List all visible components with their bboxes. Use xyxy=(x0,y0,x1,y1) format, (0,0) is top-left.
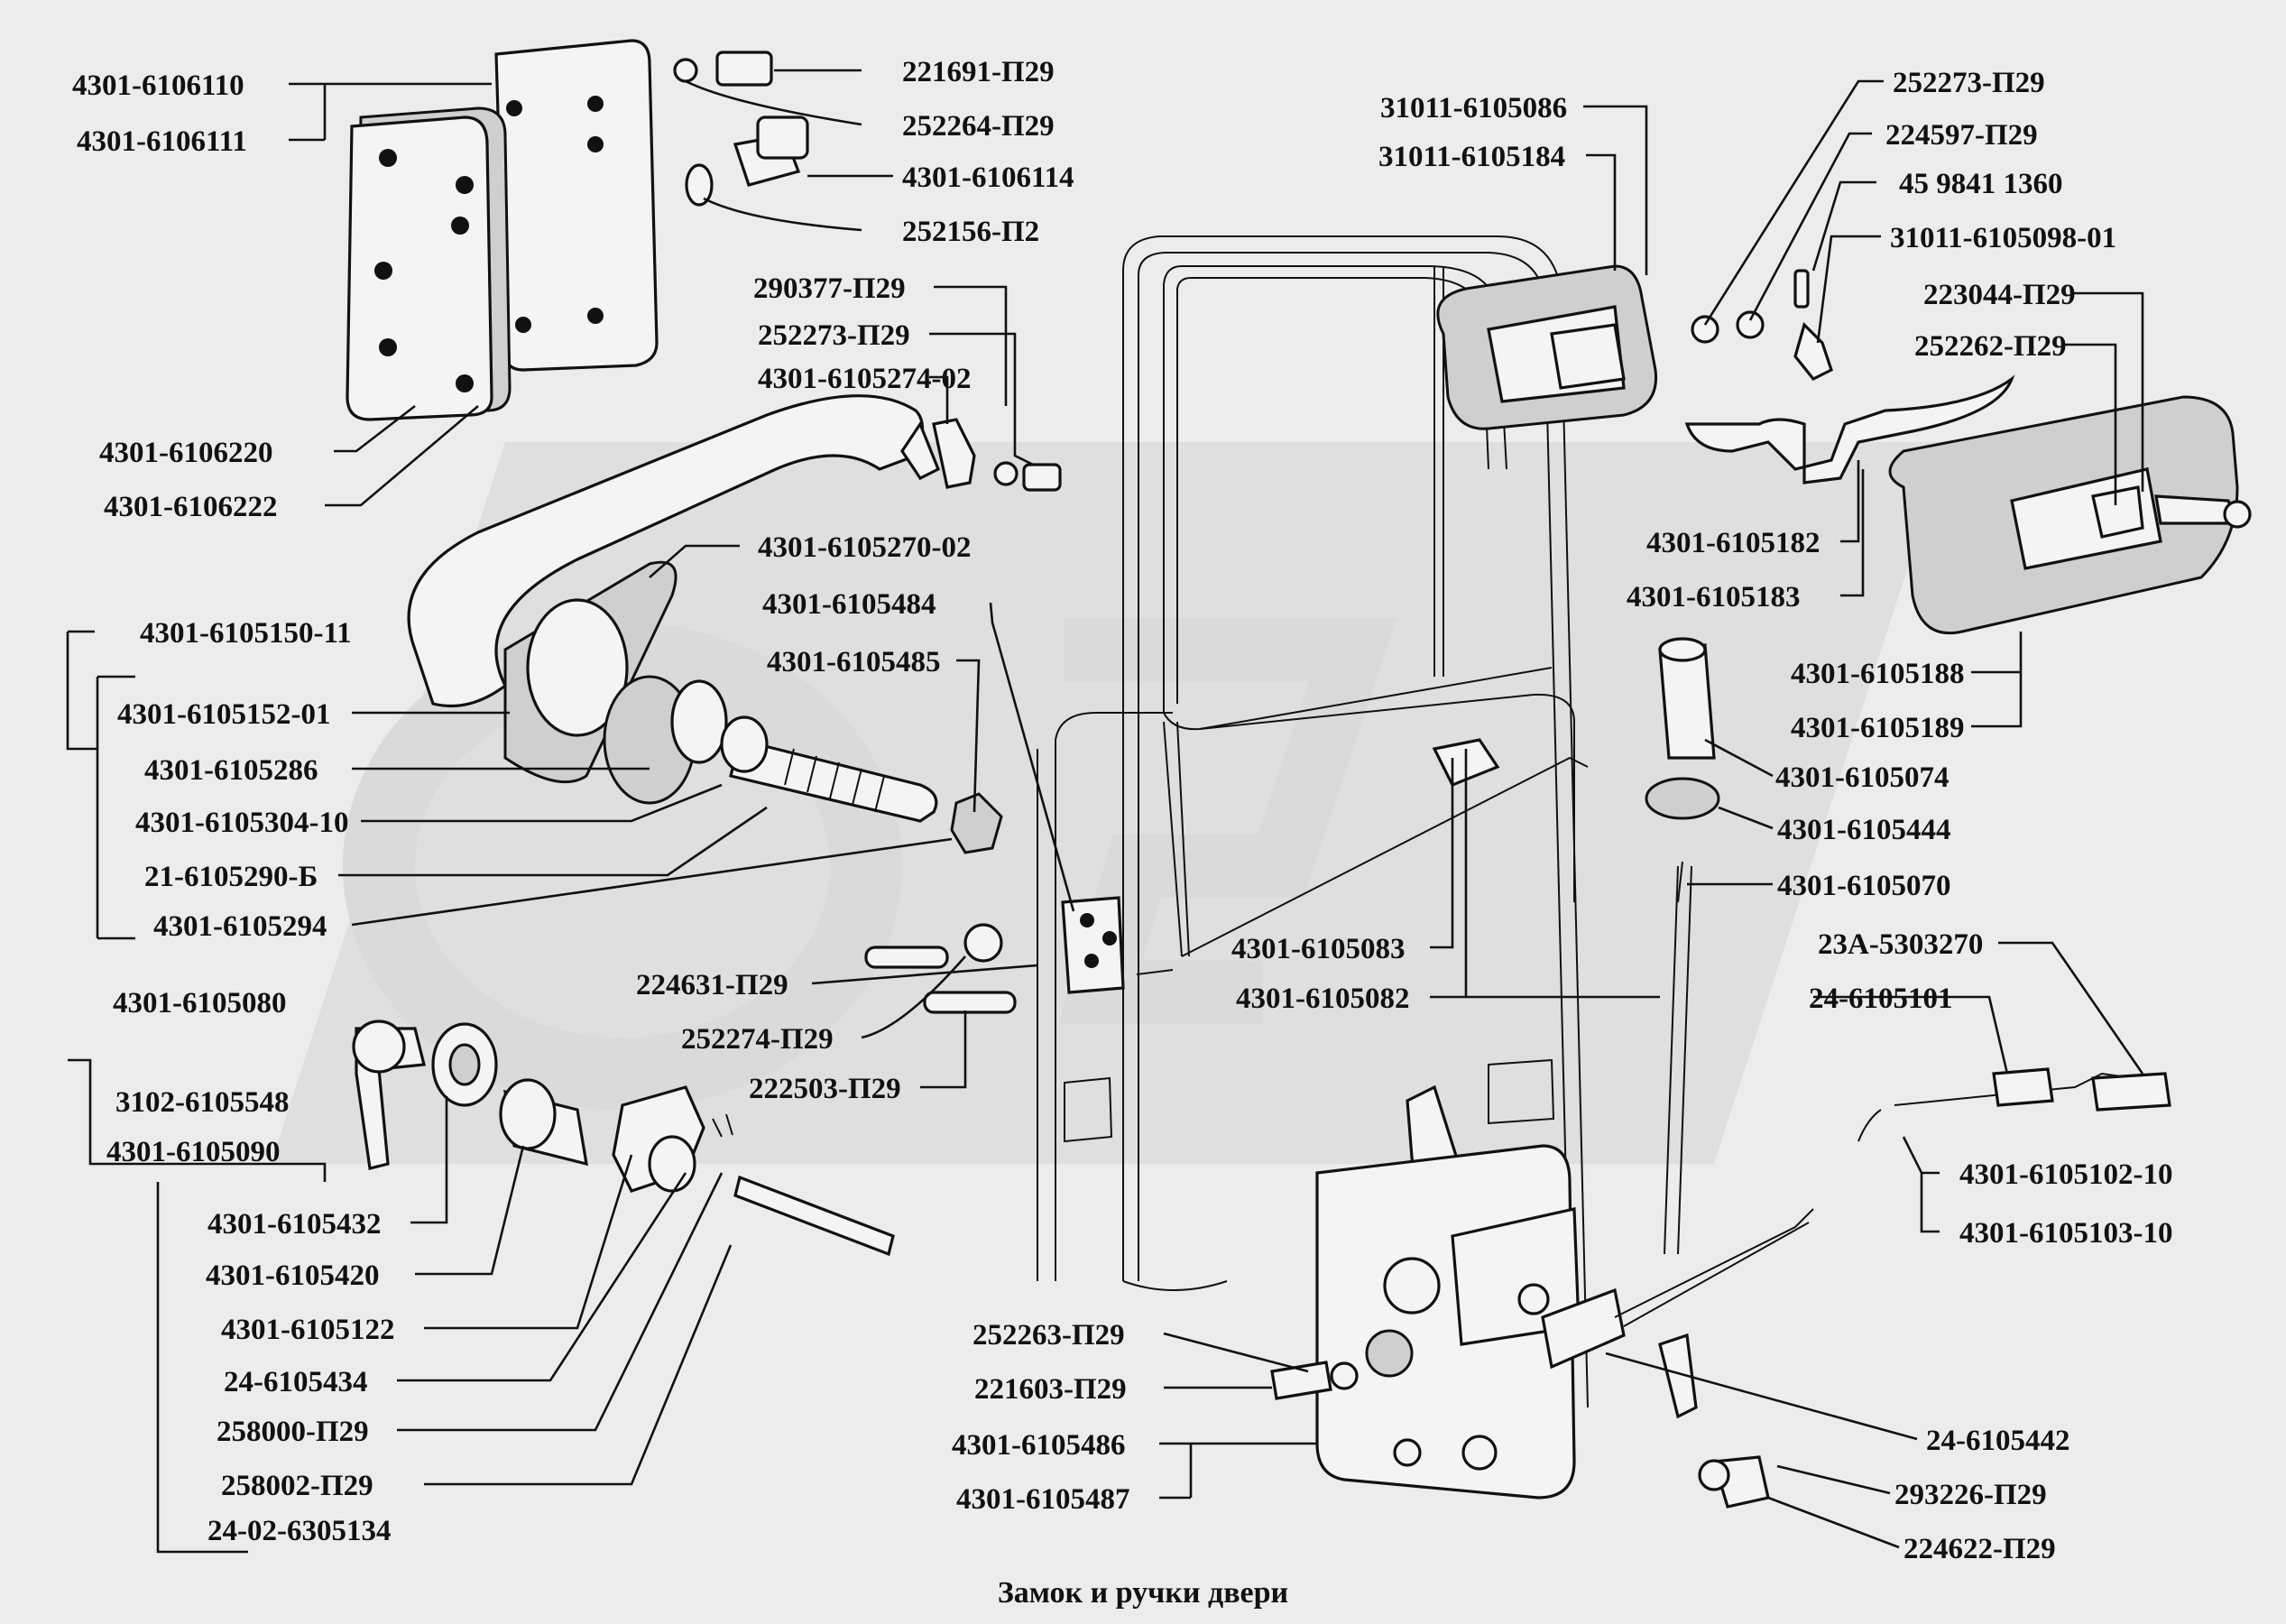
mounting-plate-part xyxy=(346,39,659,421)
label-4301-6105420: 4301-6105420 xyxy=(206,1260,380,1292)
door-lock-body-part xyxy=(1270,1084,1814,1509)
label-4301-6105485: 4301-6105485 xyxy=(767,646,941,678)
label-224631-p29: 224631-П29 xyxy=(636,969,788,1001)
diagram-caption: Замок и ручки двери xyxy=(998,1576,1288,1610)
label-4301-6105074: 4301-6105074 xyxy=(1775,761,1950,794)
label-293226-p29: 293226-П29 xyxy=(1894,1479,2047,1511)
label-4301-6106220: 4301-6106220 xyxy=(99,437,273,469)
label-4301-6105270-02: 4301-6105270-02 xyxy=(758,531,971,564)
label-4301-6105103-10: 4301-6105103-10 xyxy=(1959,1217,2172,1250)
label-4301-6105070: 4301-6105070 xyxy=(1777,870,1951,902)
label-4301-6105083: 4301-6105083 xyxy=(1231,933,1406,965)
label-4301-6105487: 4301-6105487 xyxy=(956,1483,1130,1516)
label-4301-6106222: 4301-6106222 xyxy=(104,491,278,523)
label-252156-p2: 252156-П2 xyxy=(902,216,1039,248)
label-4301-6105486: 4301-6105486 xyxy=(952,1429,1126,1462)
label-24-6105434: 24-6105434 xyxy=(224,1366,368,1398)
lock-button-rod-part xyxy=(1645,637,1720,1255)
label-24-6105442: 24-6105442 xyxy=(1926,1425,2070,1457)
screws-top xyxy=(673,51,809,207)
label-4301-6105080: 4301-6105080 xyxy=(113,987,287,1020)
label-23a-5303270: 23А-5303270 xyxy=(1818,928,1983,961)
label-4301-6105102-10: 4301-6105102-10 xyxy=(1959,1158,2172,1191)
label-31011-6105184: 31011-6105184 xyxy=(1378,141,1565,173)
lock-shaft-part xyxy=(720,715,1003,854)
inner-trim-cup-part xyxy=(1888,395,2252,635)
label-4301-6105444: 4301-6105444 xyxy=(1777,814,1951,846)
label-224597-p29: 224597-П29 xyxy=(1885,119,2038,152)
label-224622-p29: 224622-П29 xyxy=(1903,1533,2056,1565)
leader-lines xyxy=(66,69,2144,1554)
label-4301-6105183: 4301-6105183 xyxy=(1627,581,1801,614)
label-252262-p29: 252262-П29 xyxy=(1914,330,2067,363)
label-31011-6105086: 31011-6105086 xyxy=(1380,92,1567,125)
label-222503-p29: 222503-П29 xyxy=(749,1073,901,1105)
label-4301-6105274-02: 4301-6105274-02 xyxy=(758,363,971,395)
label-290377-p29: 290377-П29 xyxy=(753,272,906,305)
label-252274-p29: 252274-П29 xyxy=(681,1023,834,1056)
label-3102-6105548: 3102-6105548 xyxy=(115,1086,290,1119)
label-4301-6105432: 4301-6105432 xyxy=(207,1208,382,1241)
label-252264-p29: 252264-П29 xyxy=(902,110,1055,143)
label-252273-p29-right: 252273-П29 xyxy=(1893,67,2045,99)
label-4301-6105082: 4301-6105082 xyxy=(1236,983,1410,1015)
label-4301-6106111: 4301-6106111 xyxy=(77,125,247,158)
label-4301-6105304-10: 4301-6105304-10 xyxy=(135,807,348,839)
label-31011-6105098-01: 31011-6105098-01 xyxy=(1890,222,2116,254)
label-4301-6105182: 4301-6105182 xyxy=(1646,527,1821,559)
label-4301-6105150-11: 4301-6105150-11 xyxy=(140,617,352,650)
label-4301-6106114: 4301-6106114 xyxy=(902,161,1074,194)
linkage-rods xyxy=(1136,721,2171,1142)
key-cylinder-group xyxy=(352,1020,895,1257)
label-223044-p29: 223044-П29 xyxy=(1923,279,2076,311)
part-number-labels: 4301-6106110 4301-6106111 4301-6106220 4… xyxy=(72,56,2172,1565)
label-252263-p29: 252263-П29 xyxy=(972,1319,1125,1352)
label-4301-6106110: 4301-6106110 xyxy=(72,69,244,102)
label-4301-6105286: 4301-6105286 xyxy=(144,754,318,787)
label-45-9841-1360: 45 9841 1360 xyxy=(1899,168,2063,200)
label-24-6105101: 24-6105101 xyxy=(1809,983,1953,1015)
label-4301-6105188: 4301-6105188 xyxy=(1791,658,1965,690)
lock-linkage-plate xyxy=(864,896,1125,1014)
label-4301-6105189: 4301-6105189 xyxy=(1791,712,1965,744)
label-258002-p29: 258002-П29 xyxy=(221,1470,373,1502)
label-4301-6105294: 4301-6105294 xyxy=(153,910,327,943)
label-4301-6105484: 4301-6105484 xyxy=(762,588,936,621)
label-258000-p29: 258000-П29 xyxy=(217,1416,369,1448)
label-24-02-6305134: 24-02-6305134 xyxy=(207,1515,391,1547)
label-21-6105290-b: 21-6105290-Б xyxy=(144,861,318,893)
label-252273-p29-left: 252273-П29 xyxy=(758,319,910,352)
label-4301-6105122: 4301-6105122 xyxy=(221,1314,395,1346)
label-221691-p29: 221691-П29 xyxy=(902,56,1055,88)
label-4301-6105090: 4301-6105090 xyxy=(106,1136,281,1168)
inner-handle-bezel-part xyxy=(1436,264,2015,484)
label-4301-6105152-01: 4301-6105152-01 xyxy=(117,698,330,731)
label-221603-p29: 221603-П29 xyxy=(974,1373,1127,1406)
